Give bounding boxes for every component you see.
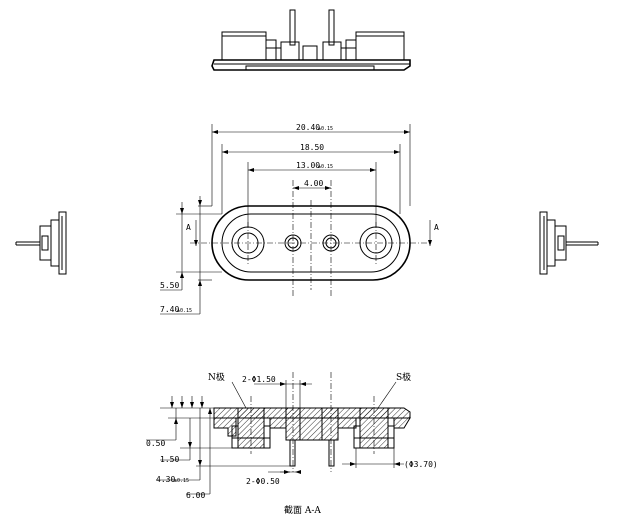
dim-magnet-hole: 2-Φ1.50 — [242, 375, 276, 384]
dim-total-height: 4.30 — [156, 475, 175, 484]
dim-body-height: 1.50 — [160, 455, 179, 464]
dim-body-diameter: (Φ3.70) — [404, 460, 438, 469]
n-pole-label: N极 — [208, 371, 225, 383]
dim-overall-width: 7.40 — [160, 305, 179, 314]
plan-view — [190, 180, 430, 298]
section-view — [160, 372, 411, 472]
section-mark-right: A — [434, 223, 439, 232]
dim-overall-length: 20.40 — [296, 123, 320, 132]
dim-pin-pitch: 4.00 — [304, 179, 323, 188]
top-elevation-view — [211, 9, 411, 71]
right-side-view — [539, 211, 599, 275]
section-title: 截面 A-A — [284, 504, 321, 516]
dim-magnet-pitch: 13.00 — [296, 161, 320, 170]
tol-overall-width: ±0.15 — [177, 308, 192, 314]
tol-total-height: ±0.15 — [174, 478, 189, 484]
dim-pin-diameter: 2-Φ0.50 — [246, 477, 280, 486]
dim-inner-width: 5.50 — [160, 281, 179, 290]
left-side-view — [15, 211, 67, 275]
s-pole-label: S极 — [396, 371, 411, 383]
dim-pin-length: 6.00 — [186, 491, 205, 500]
tol-overall-length: ±0.15 — [318, 126, 333, 132]
plan-dimensions: 20.40 ±0.15 18.50 13.00 ±0.15 4.00 — [160, 123, 439, 315]
section-dimensions: N极 S极 2-Φ1.50 0.50 1.50 4.30 ±0.15 6.00 — [146, 371, 438, 516]
dim-flange-thickness: 0.50 — [146, 439, 165, 448]
dim-outer-pitch: 18.50 — [300, 143, 324, 152]
tol-magnet-pitch: ±0.15 — [318, 164, 333, 170]
section-mark-left: A — [186, 223, 191, 232]
